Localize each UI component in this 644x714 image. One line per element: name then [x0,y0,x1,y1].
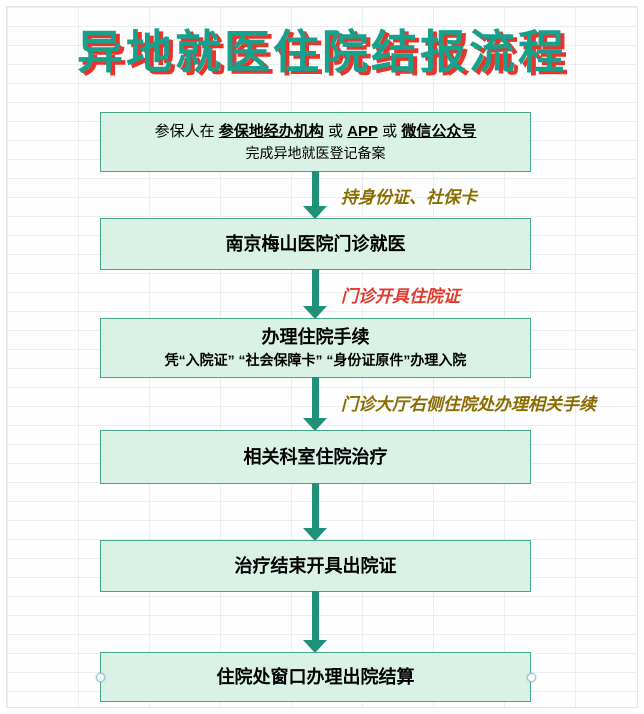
admission-title: 办理住院手续 [261,327,370,348]
register-text-prefix: 参保人在 [154,122,219,140]
arrow-label-admission-office[interactable]: 门诊大厅右侧住院处办理相关手续 [341,395,596,414]
treatment-title: 相关科室住院治疗 [243,446,388,467]
arrow-head-icon [303,640,327,653]
arrow-stem [311,269,319,306]
step-discharge-box[interactable]: 治疗结束开具出院证 [100,540,531,592]
outpatient-title: 南京梅山医院门诊就医 [225,233,406,254]
register-line2: 完成异地就医登记备案 [245,145,386,162]
flow-arrow-1[interactable] [303,171,327,219]
settlement-title: 住院处窗口办理出院结算 [216,666,415,687]
step-treatment-box[interactable]: 相关科室住院治疗 [100,430,531,484]
step-admission-box[interactable]: 办理住院手续 凭“入院证” “社会保障卡” “身份证原件”办理入院 [100,318,531,378]
register-channel-app: APP [347,122,378,140]
arrow-head-icon [303,528,327,541]
discharge-title: 治疗结束开具出院证 [234,555,397,576]
flow-arrow-3[interactable] [303,377,327,431]
arrow-head-icon [303,306,327,319]
step-register-box[interactable]: 参保人在 参保地经办机构 或 APP 或 微信公众号 完成异地就医登记备案 [100,112,531,172]
arrow-label-admission-cert[interactable]: 门诊开具住院证 [341,287,460,306]
selection-handle-left[interactable] [96,673,105,682]
flow-arrow-4[interactable] [303,483,327,541]
step-outpatient-box[interactable]: 南京梅山医院门诊就医 [100,218,531,270]
register-line1: 参保人在 参保地经办机构 或 APP 或 微信公众号 [155,120,477,143]
register-channel-agency: 参保地经办机构 [218,122,324,140]
arrow-stem [311,591,319,640]
flow-arrow-5[interactable] [303,591,327,653]
arrow-stem [311,171,319,206]
register-text-or1: 或 [323,122,348,140]
arrow-stem [311,377,319,418]
selection-handle-right[interactable] [527,673,536,682]
arrow-label-documents[interactable]: 持身份证、社保卡 [341,188,477,207]
arrow-stem [311,483,319,528]
flow-arrow-2[interactable] [303,269,327,319]
register-text-or2: 或 [378,122,402,140]
step-settlement-box[interactable]: 住院处窗口办理出院结算 [100,652,531,702]
arrow-head-icon [303,418,327,431]
admission-subtitle: 凭“入院证” “社会保障卡” “身份证原件”办理入院 [164,351,467,368]
page-title[interactable]: 异地就医住院结报流程 [77,26,567,78]
arrow-head-icon [303,206,327,219]
register-channel-wechat: 微信公众号 [401,122,477,140]
